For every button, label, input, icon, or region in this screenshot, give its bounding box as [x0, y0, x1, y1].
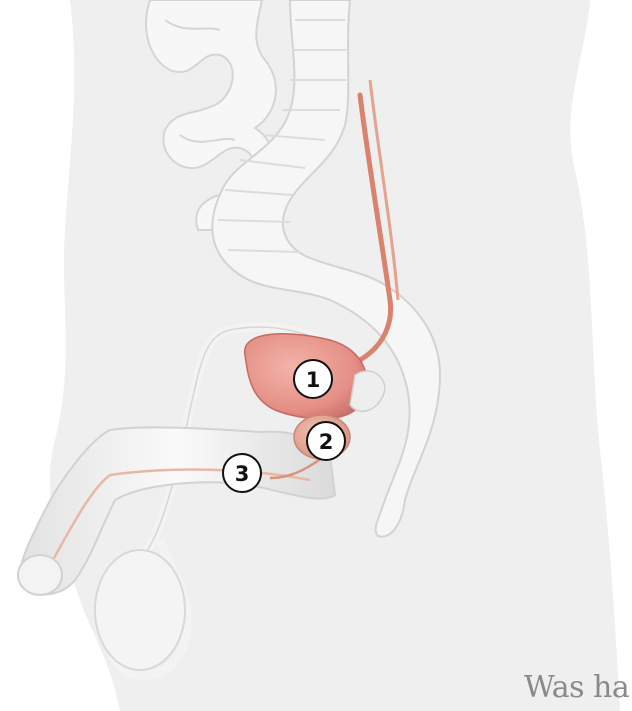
- testis: [95, 550, 185, 670]
- marker-3: 3: [223, 454, 261, 492]
- marker-3-label: 3: [235, 462, 250, 486]
- marker-2-label: 2: [319, 430, 334, 454]
- marker-1: 1: [294, 360, 332, 398]
- marker-1-label: 1: [306, 368, 321, 392]
- watermark: Was ha: [524, 670, 629, 705]
- marker-2: 2: [307, 422, 345, 460]
